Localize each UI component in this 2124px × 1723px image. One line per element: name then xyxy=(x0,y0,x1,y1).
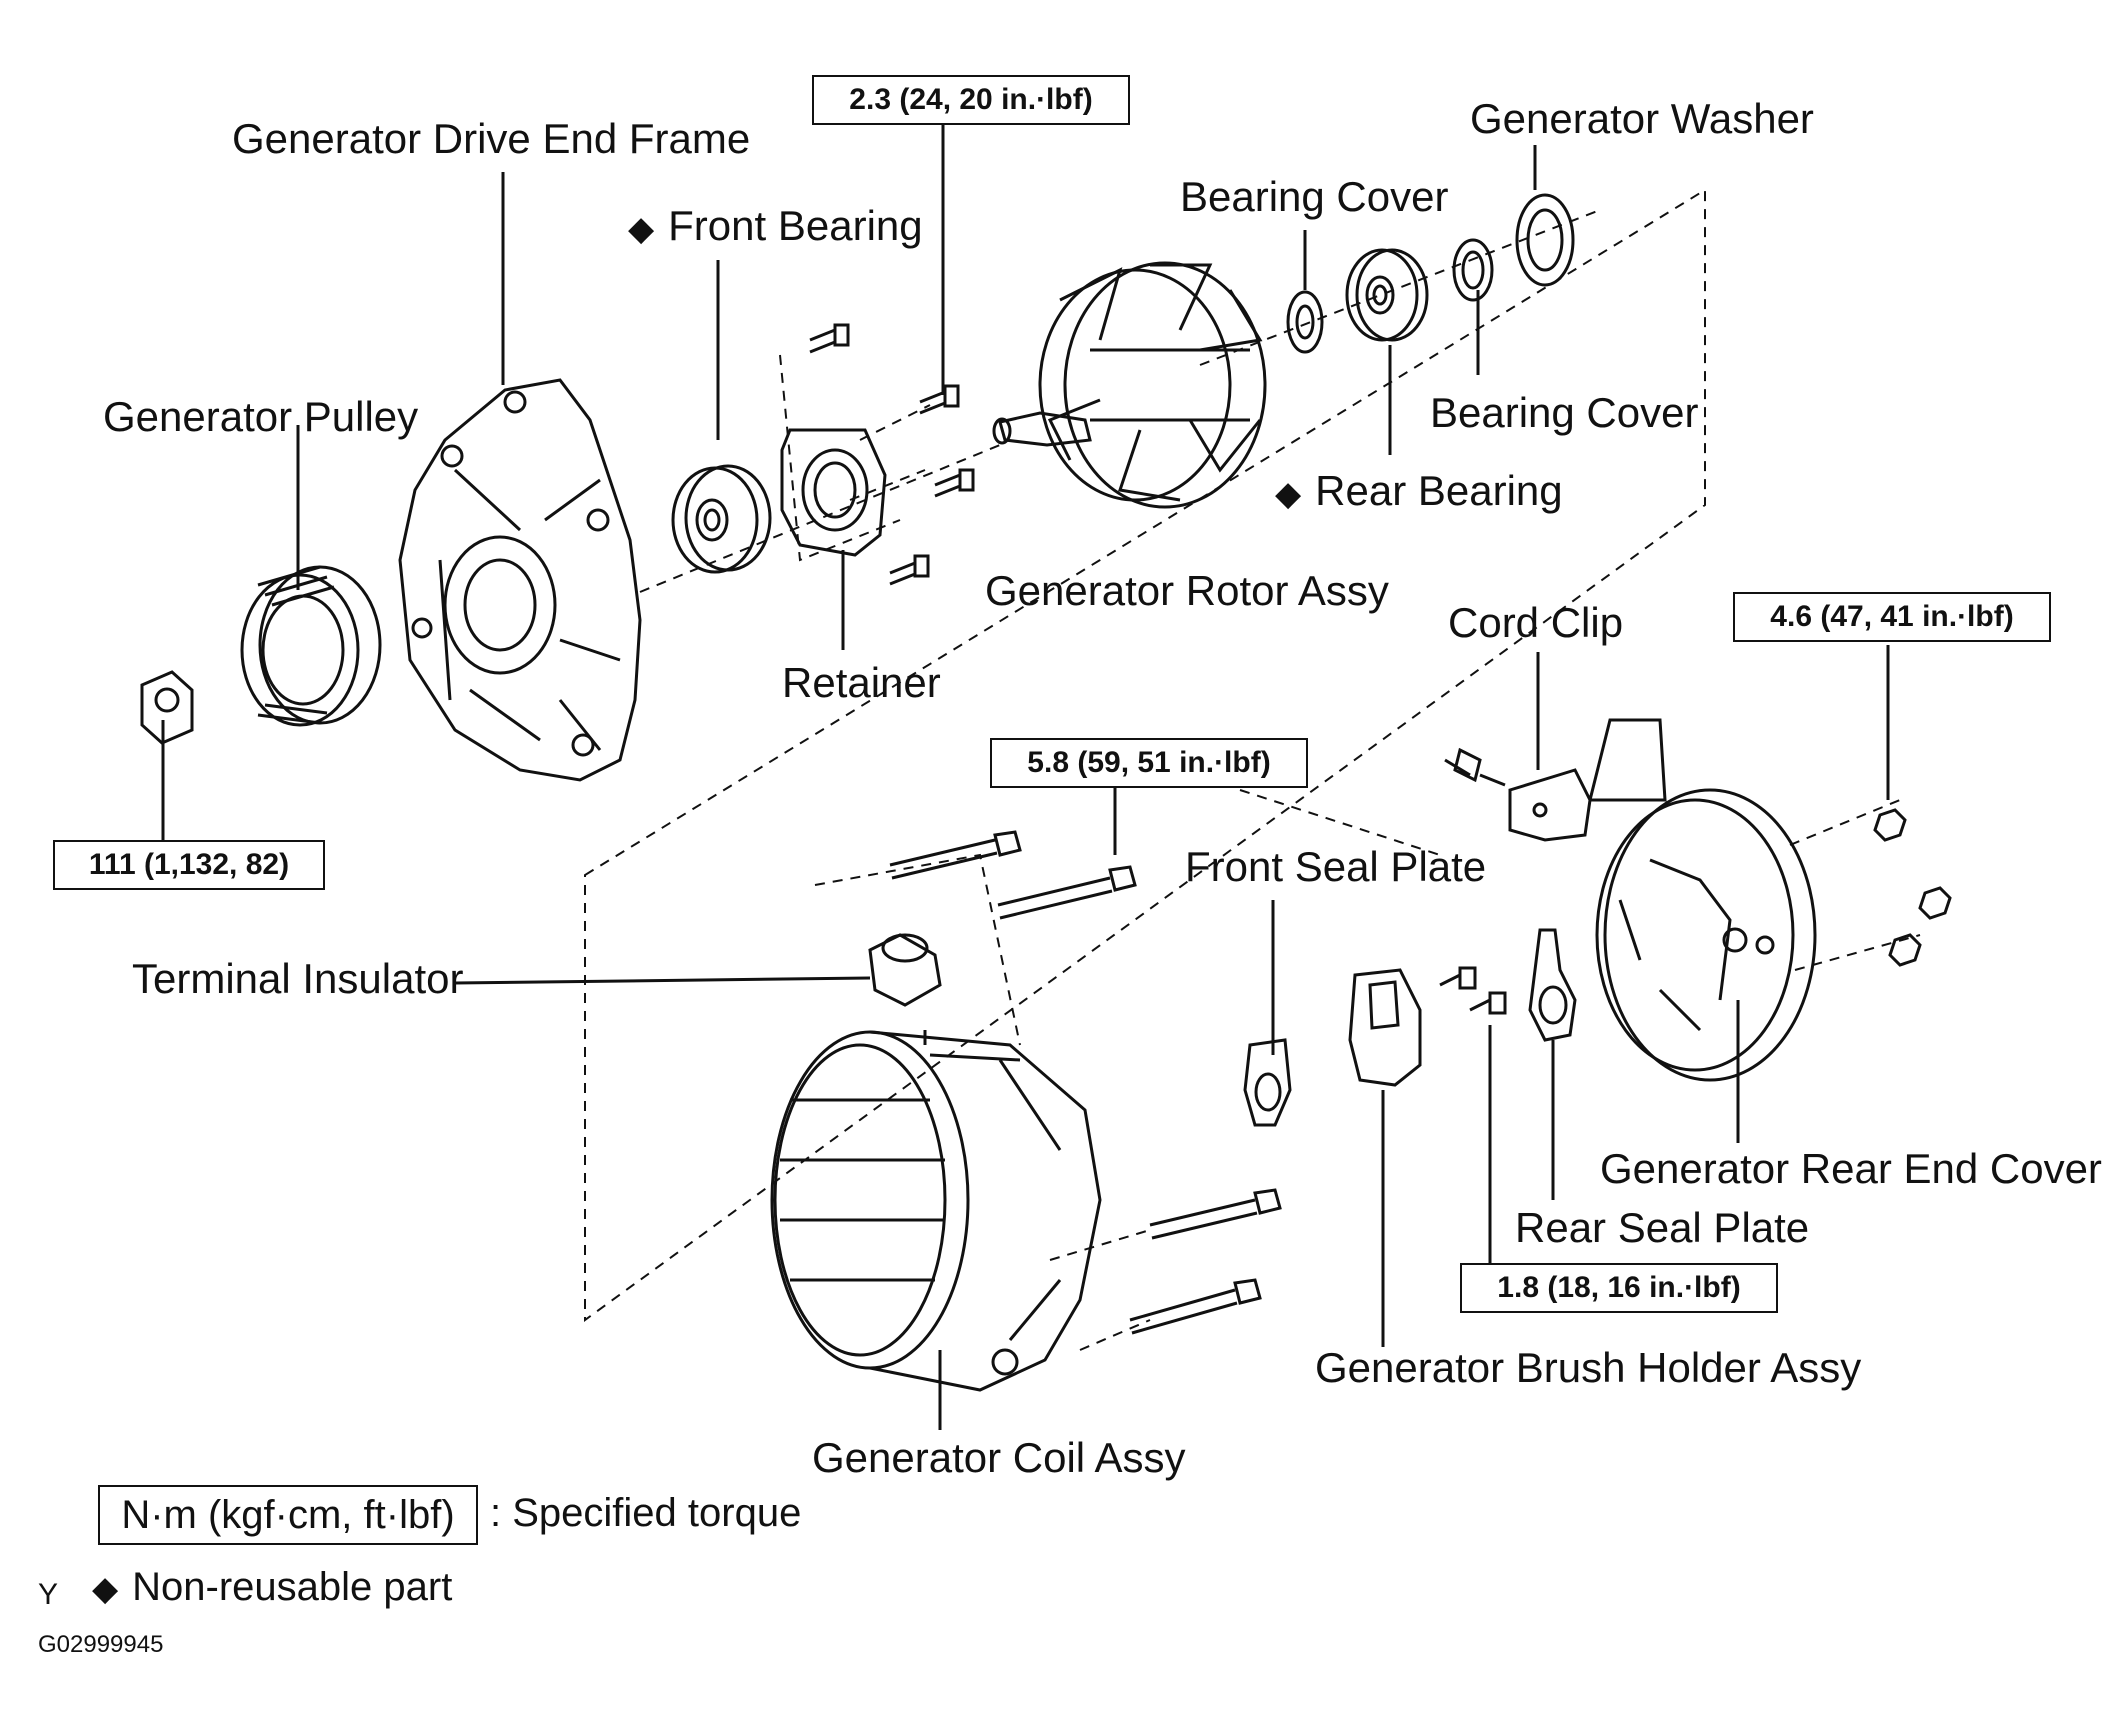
drive-end-frame-part xyxy=(398,378,642,782)
rear-bearing-part xyxy=(1345,248,1429,342)
cord-clip-part xyxy=(1508,718,1667,842)
nonreusable-diamond-icon: ◆ xyxy=(92,1570,119,1608)
label-rear-end-cover: Generator Rear End Cover xyxy=(1600,1145,2102,1192)
torque-pulley-nut: 111 (1,132, 82) xyxy=(53,840,325,890)
rear-axis-line xyxy=(1239,789,1921,971)
torque-rear-cover-nut: 4.6 (47, 41 in.·lbf) xyxy=(1733,592,2051,642)
rear-seal-plate-part xyxy=(1528,928,1577,1042)
coil-assy-part xyxy=(770,1030,1102,1392)
legend-nonreusable-text: Non-reusable part xyxy=(132,1565,453,1609)
rear-end-cover-part xyxy=(1595,788,1817,1082)
torque-brush-holder-screws: 1.8 (18, 16 in.·lbf) xyxy=(1460,1263,1778,1313)
torque-retainer-bolts: 2.3 (24, 20 in.·lbf) xyxy=(812,75,1130,125)
coil-bolts-bottom-part xyxy=(1129,1188,1282,1335)
cord-clip-bolt-part xyxy=(1444,747,1506,787)
retainer-bolt-axis xyxy=(779,354,931,562)
figure-id: G02999945 xyxy=(38,1631,164,1658)
front-bearing-part xyxy=(671,464,772,574)
terminal-insulator-part xyxy=(868,933,942,1045)
leader-terminal xyxy=(454,976,871,985)
coil-bolt-axis xyxy=(814,853,1151,1351)
pulley-part xyxy=(240,565,382,727)
label-brush-holder-assy: Generator Brush Holder Assy xyxy=(1315,1344,1862,1391)
legend-torque-unit: N·m (kgf·cm, ft·lbf) xyxy=(98,1485,478,1545)
brush-holder-part xyxy=(1348,968,1422,1087)
label-generator-pulley: Generator Pulley xyxy=(103,393,419,440)
legend-torque-desc: : Specified torque xyxy=(490,1491,802,1535)
generator-washer-part xyxy=(1515,193,1575,287)
label-retainer: Retainer xyxy=(782,659,941,706)
corner-mark: Y xyxy=(38,1578,59,1611)
bearing-cover-small-part xyxy=(1286,290,1324,354)
bearing-cover-right-part xyxy=(1452,238,1494,302)
alignment-frame xyxy=(584,188,1706,1322)
nonreusable-diamond-icon: ◆ xyxy=(628,210,655,248)
label-generator-washer: Generator Washer xyxy=(1470,95,1814,142)
label-cord-clip: Cord Clip xyxy=(1448,599,1624,646)
label-terminal-insulator: Terminal Insulator xyxy=(132,955,464,1002)
nonreusable-diamond-icon: ◆ xyxy=(1275,475,1302,513)
rotor-part xyxy=(992,261,1267,509)
label-rotor-assy: Generator Rotor Assy xyxy=(985,567,1389,614)
torque-coil-bolts: 5.8 (59, 51 in.·lbf) xyxy=(990,738,1308,788)
label-rear-bearing-text: Rear Bearing xyxy=(1315,467,1563,514)
front-seal-plate-part xyxy=(1243,1038,1292,1127)
label-rear-bearing: ◆ Rear Bearing xyxy=(1275,470,1563,512)
label-front-bearing: ◆ Front Bearing xyxy=(628,205,923,247)
label-coil-assy: Generator Coil Assy xyxy=(812,1434,1186,1481)
retainer-part xyxy=(780,428,887,557)
retainer-screws-part xyxy=(809,323,975,586)
label-bearing-cover-right: Bearing Cover xyxy=(1430,389,1699,436)
pulley-nut-part xyxy=(140,670,194,745)
label-bearing-cover-top: Bearing Cover xyxy=(1180,173,1449,220)
label-drive-end-frame: Generator Drive End Frame xyxy=(232,115,751,162)
legend-nonreusable: ◆ Non-reusable part xyxy=(92,1567,452,1607)
rear-cover-nuts-part xyxy=(1873,808,1952,967)
shaft-axis-line xyxy=(639,209,1601,593)
label-rear-seal-plate: Rear Seal Plate xyxy=(1515,1204,1810,1251)
brush-screws-part xyxy=(1439,966,1507,1015)
label-front-seal-plate: Front Seal Plate xyxy=(1185,843,1487,890)
label-front-bearing-text: Front Bearing xyxy=(668,202,923,249)
coil-bolts-top-part xyxy=(889,830,1137,920)
